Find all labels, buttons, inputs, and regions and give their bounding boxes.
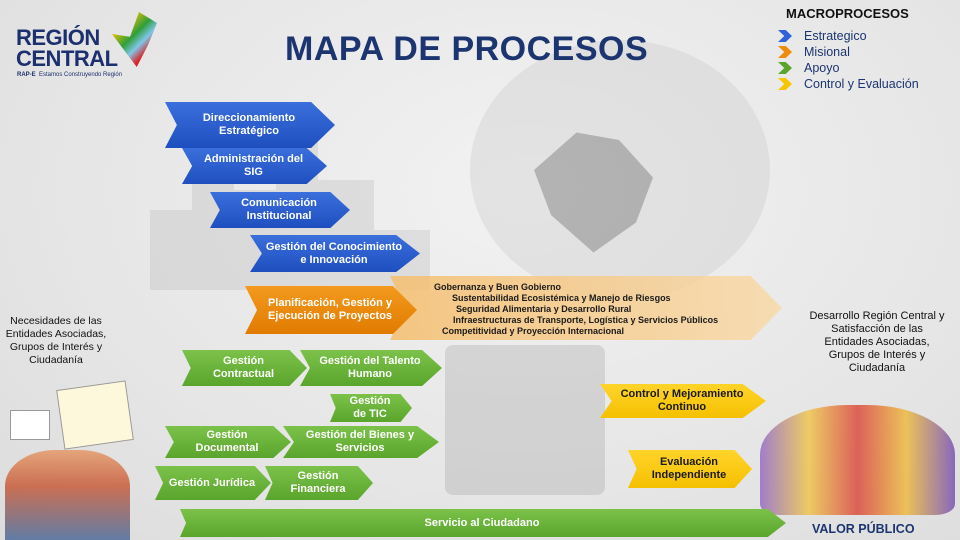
process-gestion-documental[interactable]: Gestión Documental (165, 426, 291, 458)
process-control-mejoramiento[interactable]: Control y Mejoramiento Continuo (600, 384, 766, 418)
chevron-icon (778, 62, 792, 74)
valor-publico-label: VALOR PÚBLICO (812, 522, 915, 536)
process-comunicacion-institucional[interactable]: Comunicación Institucional (210, 192, 350, 228)
logo-subtitle: RAP-E Estamos Construyendo Región (17, 72, 123, 78)
topic-infraestructuras: Infraestructuras de Transporte, Logístic… (453, 315, 719, 325)
legend-item-misional: Misional (778, 45, 850, 59)
process-gestion-juridica[interactable]: Gestión Jurídica (155, 466, 271, 500)
chevron-icon (778, 30, 792, 42)
legend-item-apoyo: Apoyo (778, 61, 839, 75)
process-gestion-tic[interactable]: Gestión de TIC (330, 394, 412, 422)
process-servicio-ciudadano[interactable]: Servicio al Ciudadano (180, 509, 786, 537)
topic-seguridad-alimentaria: Seguridad Alimentaria y Desarrollo Rural (456, 304, 632, 314)
protest-crowd-illustration (0, 380, 135, 540)
topic-gobernanza: Gobernanza y Buen Gobierno (434, 282, 562, 292)
happy-people-illustration (760, 405, 955, 515)
process-gestion-conocimiento[interactable]: Gestión del Conocimiento e Innovación (250, 235, 420, 272)
legend-title: MACROPROCESOS (786, 6, 909, 21)
page-title: MAPA DE PROCESOS (285, 30, 649, 68)
legend-item-strategic: Estrategico (778, 29, 867, 43)
process-bienes-servicios[interactable]: Gestión del Bienes y Servicios (283, 426, 439, 458)
process-gestion-financiera[interactable]: Gestión Financiera (265, 466, 373, 500)
output-results-text: Desarrollo Región Central y Satisfacción… (809, 310, 945, 374)
input-needs-text: Necesidades de las Entidades Asociadas, … (5, 315, 107, 366)
chevron-icon (778, 46, 792, 58)
process-gestion-contractual[interactable]: Gestión Contractual (182, 350, 307, 386)
chevron-icon (778, 78, 792, 90)
process-direccionamiento-estrategico[interactable]: Direccionamiento Estratégico (165, 102, 335, 148)
process-evaluacion-independiente[interactable]: Evaluación Independiente (628, 450, 752, 488)
misional-topics-band (390, 276, 782, 340)
logo-text: REGIÓN CENTRAL (16, 25, 118, 71)
background-map-circle (470, 40, 770, 300)
topic-competitividad: Competitividad y Proyección Internaciona… (442, 326, 625, 336)
process-talento-humano[interactable]: Gestión del Talento Humano (300, 350, 442, 386)
process-planificacion-proyectos[interactable]: Planificación, Gestión y Ejecución de Pr… (245, 286, 417, 334)
background-office-illustration (445, 345, 605, 495)
topic-sustentabilidad: Sustentabilidad Ecosistémica y Manejo de… (452, 293, 671, 303)
process-administracion-sig[interactable]: Administración del SIG (182, 148, 327, 184)
legend-item-control: Control y Evaluación (778, 77, 919, 91)
